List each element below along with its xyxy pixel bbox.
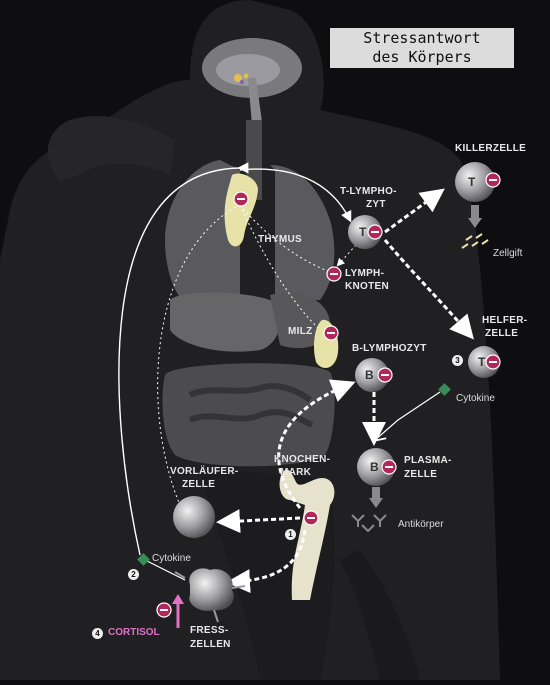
arm-left — [47, 116, 175, 180]
b-cell-letter: B — [365, 368, 374, 382]
label-killerzelle: KILLERZELLE — [455, 143, 527, 154]
label-antikoerper: Antikörper — [398, 519, 444, 530]
precursor-cell-icon — [173, 496, 215, 538]
stomach — [270, 293, 330, 349]
label-plasma-2: ZELLE — [404, 469, 438, 480]
helper-cell-icon — [468, 346, 500, 378]
step-3-badge: 3 — [452, 355, 463, 366]
dashed-marrow-fress — [226, 529, 307, 594]
killer-cell-icon — [455, 162, 495, 202]
label-fress-1: FRESS- — [190, 625, 229, 636]
dashed-t-killer — [384, 188, 445, 234]
label-lymph-2: KNOTEN — [345, 281, 390, 292]
antibody-icon — [351, 514, 387, 533]
brain-icon — [202, 38, 302, 125]
lung-left — [165, 160, 240, 305]
label-zellgift: Zellgift — [493, 248, 523, 259]
intestines — [162, 363, 335, 467]
b-lymphocyte-icon — [355, 358, 389, 392]
dashed-marrow-precursor — [216, 509, 301, 534]
inhibit-icon — [156, 172, 501, 618]
arrow-loop-left — [118, 162, 249, 556]
label-b-lympho: B-LYMPHOZYT — [352, 343, 427, 354]
t-lymphocyte-icon — [348, 215, 382, 249]
label-cytokine-left: Cytokine — [152, 553, 191, 564]
thymus-icon — [224, 173, 258, 247]
dashed-marrow-b — [277, 379, 356, 509]
label-fress-2: ZELLEN — [190, 639, 231, 650]
arrow-thymus-to-t — [239, 168, 352, 223]
dotted-thymus-lymph — [239, 204, 331, 273]
label-plasma-1: PLASMA- — [404, 455, 452, 466]
toxin-icon — [461, 233, 489, 249]
step-2-badge: 2 — [128, 569, 139, 580]
label-vorlaeufer-2: ZELLE — [182, 479, 216, 490]
label-knochen-2: MARK — [280, 467, 312, 478]
plasma-cell-icon — [357, 448, 395, 486]
bone-marrow — [279, 469, 335, 600]
helper-cell-letter: T — [478, 355, 486, 369]
step-1-badge: 1 — [285, 529, 296, 540]
step-4-badge: 4 — [92, 628, 103, 639]
label-vorlaeufer-1: VORLÄUFER- — [170, 466, 239, 477]
label-thymus: THYMUS — [258, 234, 303, 245]
plasma-cell-letter: B — [370, 460, 379, 474]
label-helfer-1: HELFER- — [482, 315, 528, 326]
label-cytokine-right: Cytokine — [456, 393, 495, 404]
label-t-lympho-1: T-LYMPHO- — [340, 186, 397, 197]
label-milz: MILZ — [288, 326, 313, 337]
title-box: Stressantwort des Körpers — [330, 28, 514, 68]
t-cell-letter: T — [359, 225, 367, 239]
title-line-2: des Körpers — [372, 48, 472, 66]
macrophage-icon — [174, 568, 246, 623]
liver — [170, 292, 281, 352]
dotted-thymus-milz — [239, 204, 319, 329]
lung-right — [270, 165, 335, 300]
cytokine-line-left — [144, 559, 186, 581]
dashed-t-helfer — [383, 239, 474, 340]
label-t-lympho-2: ZYT — [366, 199, 386, 210]
label-knochen-1: KNOCHEN- — [274, 454, 331, 465]
cytokine-icon-right — [438, 383, 451, 396]
label-cortisol: CORTISOL — [108, 627, 160, 638]
title-line-1: Stressantwort — [363, 29, 481, 47]
label-helfer-2: ZELLE — [485, 328, 519, 339]
label-lymph-1: LYMPH- — [345, 268, 385, 279]
killer-cell-letter: T — [468, 175, 476, 189]
